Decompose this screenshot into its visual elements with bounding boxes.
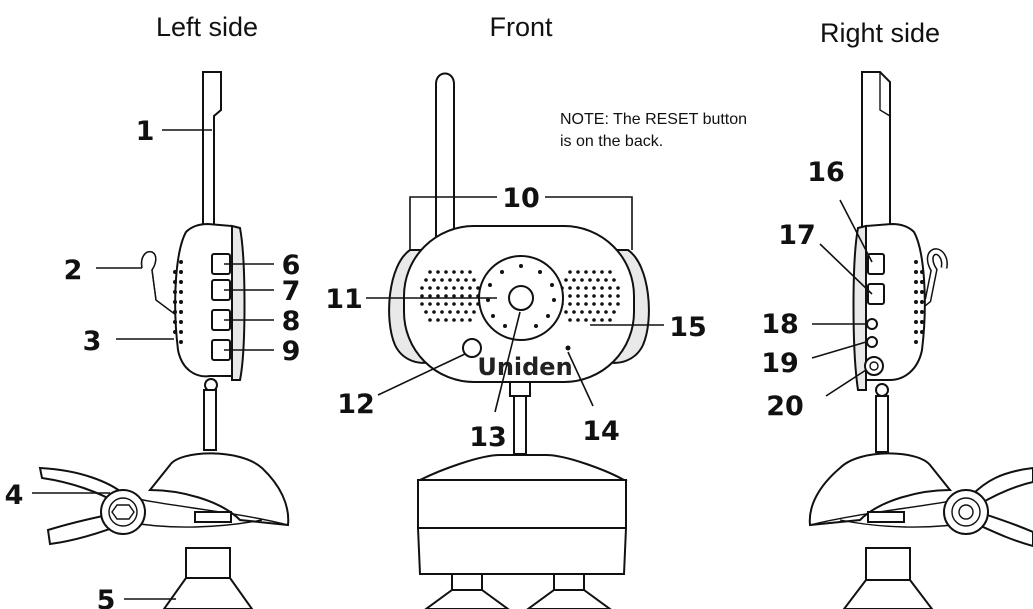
front-base-top bbox=[419, 454, 628, 481]
right-clamp-top bbox=[808, 452, 953, 527]
callout-2: 2 bbox=[64, 255, 83, 286]
brand-logo: Uniden bbox=[477, 353, 572, 381]
front-suction-stem-left bbox=[451, 573, 483, 591]
front-ir-leds bbox=[486, 264, 556, 328]
front-suction-stem-right bbox=[553, 573, 585, 591]
left-foot-block bbox=[194, 511, 232, 523]
left-clamp-knob[interactable] bbox=[100, 489, 146, 535]
callout-17: 17 bbox=[778, 220, 816, 251]
leader-17 bbox=[819, 243, 873, 295]
callout-11: 11 bbox=[325, 284, 363, 315]
right-side-title: Right side bbox=[820, 18, 940, 48]
right-suction-cup bbox=[842, 579, 934, 609]
callout-10: 10 bbox=[502, 183, 540, 214]
left-side-title: Left side bbox=[156, 12, 258, 42]
left-side-panel bbox=[231, 224, 246, 381]
callout-8: 8 bbox=[282, 306, 301, 337]
left-clamp-top bbox=[147, 452, 290, 527]
leader-10 bbox=[409, 196, 497, 250]
front-lens bbox=[508, 285, 534, 311]
right-antenna bbox=[861, 71, 891, 236]
right-suction-stem bbox=[865, 547, 911, 581]
callout-3: 3 bbox=[83, 326, 102, 357]
front-suction-cup-right bbox=[526, 589, 612, 609]
callout-20: 20 bbox=[766, 391, 804, 422]
callout-14: 14 bbox=[582, 416, 620, 447]
leader-13 bbox=[494, 311, 521, 413]
left-vent-dots bbox=[173, 260, 183, 344]
front-neck bbox=[509, 381, 531, 397]
right-foot-block bbox=[867, 511, 905, 523]
callout-6: 6 bbox=[282, 250, 301, 281]
right-button-17[interactable] bbox=[867, 283, 885, 305]
callout-12: 12 bbox=[337, 389, 375, 420]
front-suction-cup-left bbox=[424, 589, 510, 609]
left-antenna bbox=[202, 71, 222, 236]
callout-9: 9 bbox=[282, 336, 301, 367]
left-side-view bbox=[38, 71, 290, 609]
callout-numbers: 1 2 3 4 5 6 7 8 9 10 11 12 13 14 15 16 1… bbox=[5, 116, 845, 609]
right-vent-dots bbox=[914, 260, 924, 344]
callout-13: 13 bbox=[469, 422, 507, 453]
right-side-view bbox=[808, 71, 1033, 609]
left-neck bbox=[203, 389, 217, 451]
leader-19 bbox=[811, 341, 867, 359]
right-jack-20[interactable] bbox=[864, 356, 884, 376]
right-side-panel bbox=[852, 224, 867, 391]
left-suction-stem bbox=[185, 547, 231, 579]
leader-20 bbox=[825, 369, 867, 397]
callout-1: 1 bbox=[136, 116, 155, 147]
note-line-2: is on the back. bbox=[560, 133, 663, 150]
front-base-upper bbox=[417, 479, 627, 529]
front-light-sensor bbox=[462, 338, 482, 358]
front-title: Front bbox=[489, 12, 553, 42]
right-jack-19[interactable] bbox=[866, 336, 878, 348]
callout-18: 18 bbox=[761, 309, 799, 340]
note-line-1: NOTE: The RESET button bbox=[560, 111, 747, 128]
callout-16: 16 bbox=[807, 157, 845, 188]
callout-4: 4 bbox=[5, 480, 24, 511]
right-clamp-knob[interactable] bbox=[943, 489, 989, 535]
callout-leader-lines bbox=[32, 129, 873, 600]
front-base-lower bbox=[416, 527, 628, 575]
leader-16 bbox=[839, 199, 873, 263]
left-suction-cup bbox=[162, 577, 254, 609]
callout-15: 15 bbox=[669, 312, 707, 343]
callout-19: 19 bbox=[761, 348, 799, 379]
right-jack-18[interactable] bbox=[866, 318, 878, 330]
front-left-speaker-grille bbox=[420, 270, 480, 322]
callout-5: 5 bbox=[97, 585, 116, 609]
callout-7: 7 bbox=[282, 276, 301, 307]
leader-14 bbox=[567, 351, 594, 407]
front-antenna bbox=[435, 72, 455, 271]
front-view: Uniden bbox=[388, 72, 650, 609]
leader-10b bbox=[545, 196, 633, 250]
right-neck bbox=[875, 395, 889, 453]
right-button-16[interactable] bbox=[867, 253, 885, 275]
leader-12 bbox=[377, 353, 466, 396]
front-power-led bbox=[565, 345, 571, 351]
